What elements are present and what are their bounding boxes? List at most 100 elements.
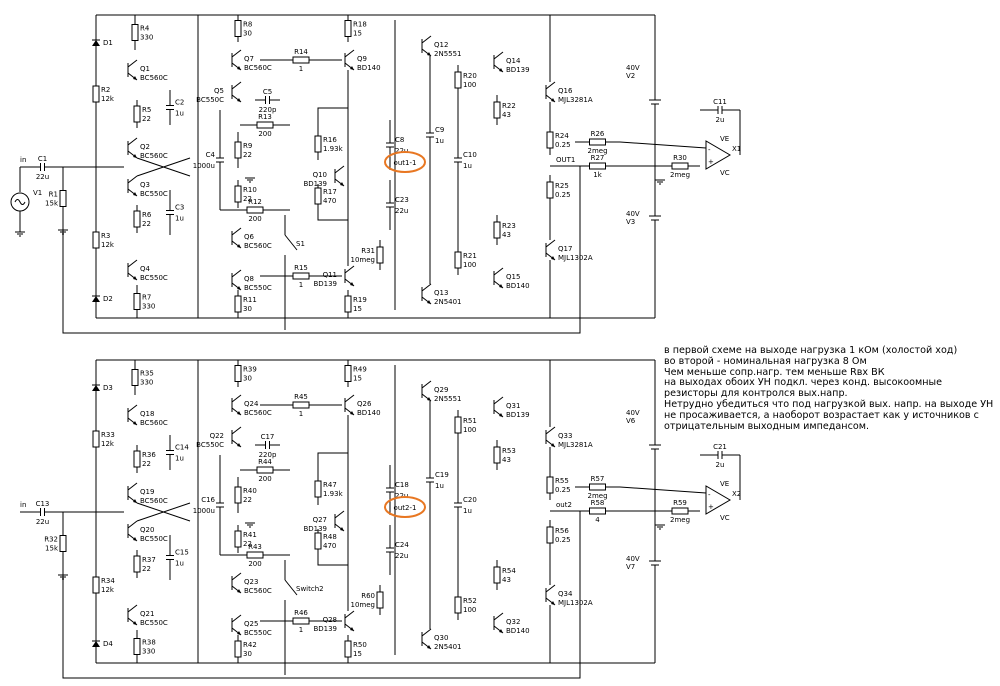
transistor-name: Q10 (313, 171, 327, 179)
resistor-r49 (344, 360, 352, 387)
resistor-name: R4 (140, 25, 150, 33)
transistor-name: Q24 (244, 400, 259, 408)
transistor-q10 (334, 165, 345, 187)
resistor-name: R43 (248, 543, 262, 551)
capacitor-value: 22u (36, 173, 49, 181)
output-label: OUT1 (556, 156, 575, 164)
resistor-name: R24 (555, 132, 569, 140)
resistor-r25 (546, 175, 554, 205)
resistor-name: R58 (591, 499, 605, 507)
resistor-name: R16 (323, 136, 337, 144)
capacitor-name: C1 (38, 155, 47, 163)
resistor-r39 (234, 360, 242, 387)
capacitor-c21 (700, 451, 740, 459)
capacitor-name: C11 (713, 98, 727, 106)
transistor-name: Q3 (140, 181, 150, 189)
transistor-model: 2N5401 (434, 643, 462, 651)
resistor-r60 (376, 585, 384, 615)
input-label: in (20, 501, 26, 509)
output-label: out2 (556, 501, 572, 509)
resistor-name: R20 (463, 72, 477, 80)
resistor-name: R18 (353, 21, 367, 29)
resistor-name: R35 (140, 370, 154, 378)
note-line: резисторы для контролся вых.напр. (664, 388, 848, 400)
opamp-vc: VC (720, 514, 730, 522)
transistor-name: Q27 (313, 516, 327, 524)
resistor-value: 0.25 (555, 536, 571, 544)
resistor-r7 (133, 285, 141, 318)
resistor-name: R53 (502, 447, 516, 455)
transistor-model: 2N5551 (434, 50, 462, 58)
resistor-name: R31 (361, 247, 375, 255)
transistor-model: BC560C (140, 152, 168, 160)
wire (317, 208, 348, 221)
transistor-model: MJL1302A (558, 254, 593, 262)
resistor-name: R13 (258, 113, 272, 121)
resistor-r22 (493, 95, 501, 125)
probe-label: out2-1 (394, 504, 417, 512)
probe-marker (384, 496, 426, 518)
supply-name: V2 (626, 72, 635, 80)
capacitor-c5 (255, 96, 280, 104)
capacitor-name: C17 (261, 433, 275, 441)
transistor-q7 (231, 49, 242, 71)
transistor-name: Q19 (140, 488, 154, 496)
resistor-name: R6 (142, 211, 152, 219)
resistor-value: 1 (299, 410, 303, 418)
transistor-name: Q11 (323, 271, 337, 279)
resistor-r40 (234, 477, 242, 513)
diode (92, 384, 100, 391)
transistor-q17 (545, 239, 556, 261)
resistor-value: 200 (258, 475, 271, 483)
transistor-model: BD139 (313, 280, 337, 288)
capacitor-c20 (454, 485, 462, 525)
capacitor-value: 22u (395, 207, 408, 215)
resistor-name: R7 (142, 294, 151, 302)
transistor-q16 (545, 81, 556, 103)
diode-label: D1 (103, 39, 113, 47)
resistor-name: R39 (243, 366, 257, 374)
transistor-model: BD139 (303, 180, 327, 188)
capacitor-c3 (166, 190, 174, 235)
resistor-name: R32 (44, 536, 58, 544)
capacitor-name: C2 (175, 99, 184, 107)
resistor-r59 (660, 507, 700, 515)
transistor-name: Q18 (140, 410, 154, 418)
resistor-r24 (546, 125, 554, 155)
capacitor-c11 (700, 106, 740, 114)
capacitor-name: C20 (463, 496, 477, 504)
capacitor-c8 (386, 120, 394, 170)
transistor-q20 (127, 520, 138, 542)
resistor-name: R11 (243, 296, 257, 304)
resistor-value: 1k (593, 171, 602, 179)
transistor-model: MJL3281A (558, 96, 593, 104)
transistor-q28 (344, 610, 355, 632)
resistor-r3 (92, 225, 100, 255)
opamp-x1: -+ (705, 140, 731, 170)
resistor-r5 (133, 100, 141, 128)
probe-label: out1-1 (394, 159, 417, 167)
transistor-model: BD139 (506, 66, 530, 74)
transistor-name: Q9 (357, 55, 367, 63)
note-line: в первой схеме на выходе нагрузка 1 кОм … (664, 345, 958, 356)
capacitor-c19 (426, 455, 434, 505)
capacitor-value: 1u (175, 110, 184, 118)
resistor-r17 (314, 184, 322, 208)
transistor-q21 (127, 604, 138, 626)
transistor-name: Q26 (357, 400, 372, 408)
diode-label: D3 (103, 384, 113, 392)
transistor-q12 (421, 35, 432, 57)
transistor-name: Q1 (140, 65, 150, 73)
resistor-name: R10 (243, 186, 257, 194)
capacitor-name: C15 (175, 549, 189, 557)
resistor-name: R36 (142, 451, 156, 459)
resistor-name: R56 (555, 527, 569, 535)
supply-voltage: 40V (626, 409, 640, 417)
resistor-r50 (344, 635, 352, 663)
resistor-value: 12k (101, 586, 115, 594)
resistor-value: 22 (142, 220, 151, 228)
resistor-value: 22 (243, 496, 252, 504)
resistor-r41 (234, 525, 242, 553)
resistor-value: 2meg (670, 171, 690, 179)
capacitor-c14 (166, 435, 174, 470)
